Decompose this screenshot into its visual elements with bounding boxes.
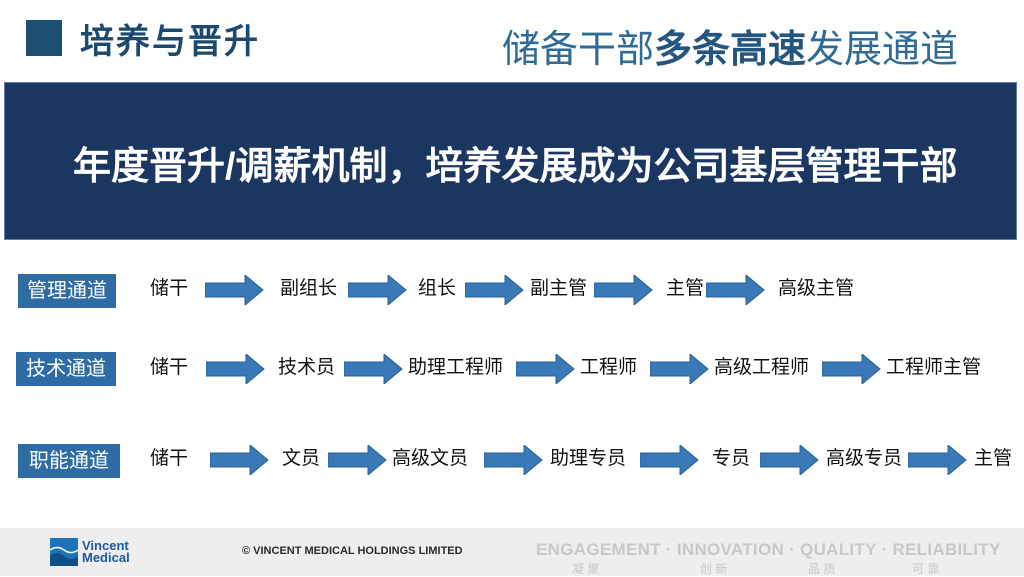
path-step: 工程师主管 xyxy=(886,357,982,378)
career-paths: 管理通道 储干 副组长 组长 副主管 主管 高级主管 技术通道 储干 技术员 助… xyxy=(0,248,1024,528)
path-step: 专员 xyxy=(712,448,751,469)
value-cn: 创 新 xyxy=(700,562,728,576)
arrow-icon xyxy=(465,275,524,305)
page-headline: 储备干部多条高速发展通道 xyxy=(502,18,958,73)
path-step: 储干 xyxy=(150,448,189,469)
arrow-icon xyxy=(205,275,264,305)
company-values: ENGAGEMENT · INNOVATION · QUALITY · RELI… xyxy=(536,540,1001,559)
value-cn: 可 靠 xyxy=(912,562,940,576)
arrow-icon xyxy=(640,445,699,475)
arrow-icon xyxy=(822,354,881,384)
logo-line-1: Vincent xyxy=(82,538,129,553)
logo-line-2: Medical xyxy=(82,550,130,565)
path-step: 组长 xyxy=(418,278,457,299)
copyright-text: © VINCENT MEDICAL HOLDINGS LIMITED xyxy=(242,545,463,557)
headline-bold: 多条高速 xyxy=(653,29,806,71)
path-step: 主管 xyxy=(974,448,1013,469)
section-title: 培养与晋升 xyxy=(80,23,260,61)
path-step: 主管 xyxy=(666,278,705,299)
path-step: 储干 xyxy=(150,357,189,378)
value-cn: 品 质 xyxy=(808,562,836,576)
path-step: 工程师 xyxy=(580,357,638,378)
channel-label-technical: 技术通道 xyxy=(16,352,116,386)
path-step: 助理工程师 xyxy=(408,357,504,378)
arrow-icon xyxy=(206,354,265,384)
headline-post: 发展通道 xyxy=(805,29,958,71)
arrow-icon xyxy=(210,445,269,475)
banner: 年度晋升/调薪机制，培养发展成为公司基层管理干部 xyxy=(4,82,1017,240)
logo-wave-icon xyxy=(49,546,79,566)
arrow-icon xyxy=(706,275,765,305)
company-logo-icon xyxy=(49,538,79,566)
arrow-icon xyxy=(908,445,967,475)
path-step: 助理专员 xyxy=(550,448,627,469)
path-step: 副主管 xyxy=(530,278,588,299)
arrow-icon xyxy=(348,275,407,305)
path-step: 高级专员 xyxy=(826,448,903,469)
arrow-icon xyxy=(516,354,575,384)
value-cn: 凝 聚 xyxy=(572,562,600,576)
headline-pre: 储备干部 xyxy=(501,29,654,71)
arrow-icon xyxy=(344,354,403,384)
path-step: 高级文员 xyxy=(392,448,469,469)
channel-label-functional: 职能通道 xyxy=(18,444,120,478)
path-step: 文员 xyxy=(282,448,321,469)
arrow-icon xyxy=(594,275,653,305)
arrow-icon xyxy=(328,445,387,475)
path-step: 高级主管 xyxy=(778,278,855,299)
arrow-icon xyxy=(760,445,819,475)
channel-label-management: 管理通道 xyxy=(18,274,116,308)
path-step: 副组长 xyxy=(280,278,338,299)
path-step: 高级工程师 xyxy=(714,357,810,378)
arrow-icon xyxy=(484,445,543,475)
path-step: 技术员 xyxy=(278,357,336,378)
banner-text: 年度晋升/调薪机制，培养发展成为公司基层管理干部 xyxy=(73,146,958,188)
arrow-icon xyxy=(650,354,709,384)
title-marker xyxy=(26,20,62,56)
path-step: 储干 xyxy=(150,278,189,299)
